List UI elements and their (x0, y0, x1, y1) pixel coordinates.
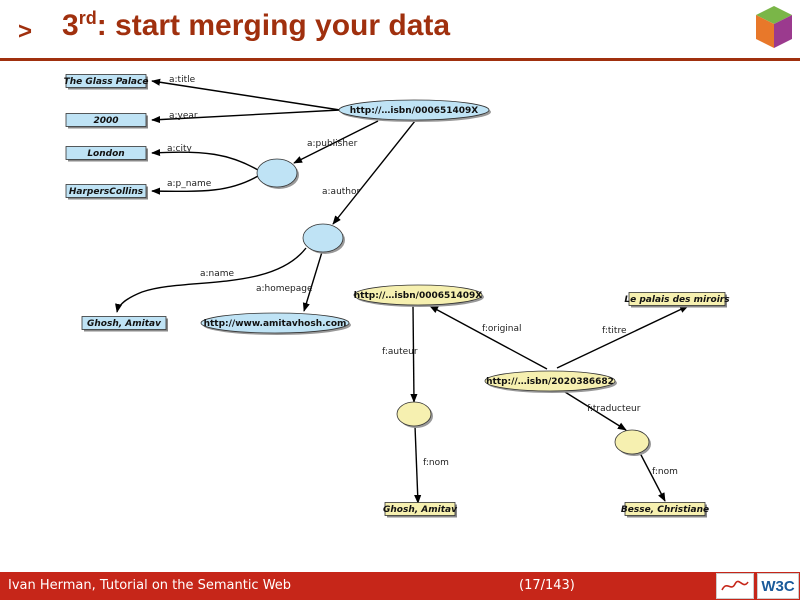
edge-label: a:year (169, 111, 198, 121)
node-label: http://www.amitavhosh.com (204, 319, 347, 329)
node-besse: Besse, Christiane (621, 502, 709, 518)
node-glass: The Glass Palace (64, 74, 149, 90)
edge-label: f:titre (602, 326, 627, 336)
edge-arrow-authBlank-ghoshA (115, 247, 307, 313)
node-label: HarpersCollins (69, 187, 144, 197)
literal-box (65, 184, 147, 198)
uri-ellipse (338, 99, 490, 121)
literal-box (628, 292, 726, 306)
node-ghoshF: Ghosh, Amitav (383, 502, 458, 518)
w3c-logo-icon: W3C (757, 573, 799, 599)
edge-label: f:nom (423, 458, 449, 468)
literal-box (81, 316, 167, 330)
node-homepage: http://www.amitavhosh.com (200, 312, 351, 335)
edge-label: a:city (167, 144, 193, 154)
edge-arrow-isbnA-pubBlank (293, 120, 379, 164)
node-label: Le palais des miroirs (624, 295, 730, 305)
title-bullet: > (18, 18, 33, 45)
edge-label: f:original (482, 324, 522, 334)
node-ghoshA: Ghosh, Amitav (81, 316, 168, 332)
footer-page-counter: (17/143) (519, 578, 575, 593)
edge-arrow-isbnC-ftradBlank (564, 391, 627, 431)
node-harper: HarpersCollins (65, 184, 148, 200)
edge-label: a:author (322, 187, 361, 197)
node-isbnA: http://…isbn/000651409X (338, 99, 491, 122)
edge-label: a:publisher (307, 139, 358, 149)
node-label: Ghosh, Amitav (87, 319, 162, 329)
blank-node-ellipse (302, 223, 344, 253)
node-ftradBlank (614, 429, 651, 456)
node-label: London (87, 149, 124, 159)
edge-label: a:title (169, 75, 196, 85)
uri-ellipse (200, 312, 350, 334)
rdf-graph-diagram: a:title a:year a:author a:publisher a:city a:… (64, 74, 730, 518)
edge-arrow-isbnA-glass (151, 78, 341, 111)
slide-header: > 3rd: start merging your data (0, 0, 800, 58)
edge-arrow-isbnA-authBlank (332, 120, 416, 225)
node-fauteurBlank (396, 401, 433, 428)
semantic-web-cube-icon (756, 6, 792, 48)
edge-label: a:p_name (167, 179, 212, 189)
edge-arrow-ftradBlank-besse (639, 452, 666, 502)
edge-arrow-isbnB-fauteurBlank (410, 305, 418, 403)
node-isbnB: http://…isbn/000651409X (353, 284, 484, 307)
literal-box (624, 502, 706, 516)
edge-label: a:name (200, 269, 235, 279)
edge-arrow-fauteurBlank-ghoshF (414, 425, 422, 504)
literal-box (65, 74, 147, 88)
node-label: http://…isbn/000651409X (354, 291, 483, 301)
node-palais: Le palais des miroirs (624, 292, 730, 308)
blank-node-ellipse (256, 158, 298, 188)
node-label: Ghosh, Amitav (383, 505, 458, 515)
edge-arrow-authBlank-homepage (302, 251, 323, 312)
uri-ellipse (353, 284, 483, 306)
node-label: http://…isbn/2020386682 (486, 377, 614, 387)
edge-arrow-isbnC-isbnB (429, 305, 548, 370)
node-label: http://…isbn/000651409X (350, 106, 479, 116)
edge-label: a:homepage (256, 284, 313, 294)
edge-arrow-isbnC-palais (556, 305, 689, 369)
node-pubBlank (256, 158, 299, 189)
header-rule (0, 58, 800, 61)
title-prefix: 3 (62, 9, 79, 42)
blank-node-ellipse (614, 429, 650, 455)
edge-arrow-isbnA-y2000 (151, 109, 341, 124)
title-superscript: rd (78, 8, 97, 28)
node-london: London (65, 146, 148, 162)
footer-author-text: Ivan Herman, Tutorial on the Semantic We… (8, 578, 292, 593)
node-label: 2000 (93, 116, 118, 126)
edge-label: f:nom (652, 467, 678, 477)
edge-arrow-pubBlank-london (151, 148, 259, 171)
edge-label: f:auteur (382, 347, 418, 357)
literal-box (65, 113, 147, 127)
slide-title: 3rd: start merging your data (62, 8, 450, 43)
uri-ellipse (484, 370, 616, 392)
signature-logo-icon (716, 573, 754, 599)
edge-label: f:traducteur (587, 404, 641, 414)
blank-node-ellipse (396, 401, 432, 427)
node-authBlank (302, 223, 345, 254)
literal-box (384, 502, 456, 516)
title-rest: : start merging your data (96, 9, 451, 42)
edge-arrow-pubBlank-harper (151, 175, 259, 195)
node-label: Besse, Christiane (621, 505, 709, 515)
literal-box (65, 146, 147, 160)
slide-footer: Ivan Herman, Tutorial on the Semantic We… (0, 572, 800, 600)
node-isbnC: http://…isbn/2020386682 (484, 370, 617, 393)
node-y2000: 2000 (65, 113, 148, 129)
node-label: The Glass Palace (64, 77, 149, 87)
